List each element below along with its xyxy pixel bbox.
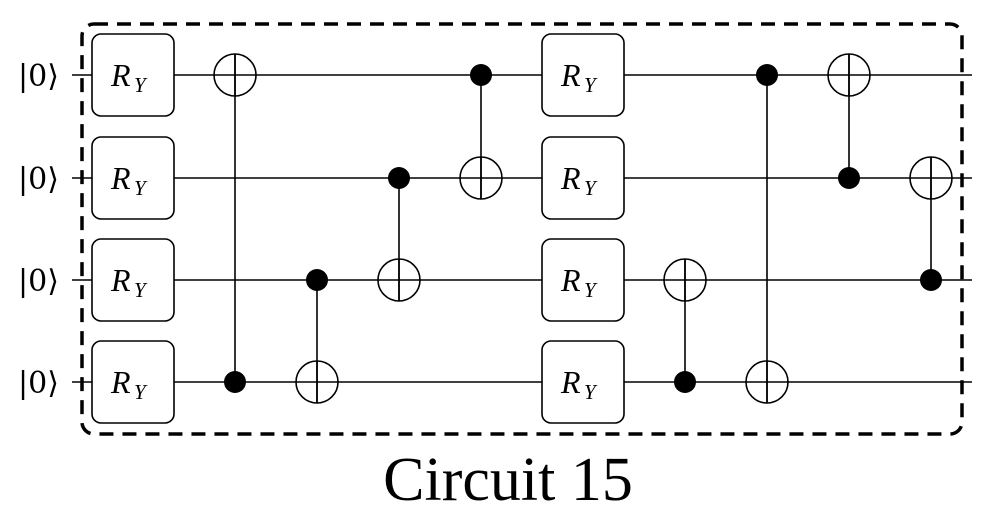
control-dot-icon	[838, 167, 860, 189]
ry-gate-label: R	[110, 364, 131, 400]
ry-gate-label: R	[560, 160, 581, 196]
control-dot-icon	[470, 64, 492, 86]
ry-gate-subscript: Y	[134, 73, 148, 97]
control-dot-icon	[306, 269, 328, 291]
cnot-gate	[745, 64, 789, 404]
ry-gate-subscript: Y	[584, 176, 598, 200]
qubit-init-label-0: |0⟩	[18, 59, 59, 94]
ry-gate-box	[541, 238, 625, 322]
ry-gate-label: R	[110, 262, 131, 298]
ry-gate-subscript: Y	[584, 278, 598, 302]
control-dot-icon	[756, 64, 778, 86]
cnot-gate	[213, 53, 257, 393]
ry-gate-box	[91, 33, 175, 117]
repeated-block-box	[80, 22, 964, 436]
ry-gate-label: R	[560, 262, 581, 298]
circuit-title: Circuit 15	[383, 446, 633, 514]
control-dot-icon	[674, 371, 696, 393]
ry-gate-label: R	[560, 57, 581, 93]
ry-gate-label: R	[110, 57, 131, 93]
wires	[72, 74, 972, 383]
control-dot-icon	[224, 371, 246, 393]
ry-gate-box	[541, 136, 625, 220]
cnot-gate	[909, 156, 953, 291]
qubit-init-label-1: |0⟩	[18, 162, 59, 197]
ry-gate-subscript: Y	[584, 380, 598, 404]
ry-gate-subscript: Y	[134, 380, 148, 404]
qubit-labels: |0⟩ |0⟩ |0⟩ |0⟩	[18, 59, 59, 401]
ry-gate-box	[91, 340, 175, 424]
control-dot-icon	[920, 269, 942, 291]
cnot-gate	[295, 269, 339, 404]
ry-gate-box	[91, 238, 175, 322]
cnot-gate	[663, 258, 707, 393]
control-dot-icon	[388, 167, 410, 189]
ry-gate-box	[541, 340, 625, 424]
cnot-gate	[377, 167, 421, 302]
cnot-gate	[459, 64, 503, 200]
ry-gate-box	[91, 136, 175, 220]
ry-gate-label: R	[110, 160, 131, 196]
ry-gate-label: R	[560, 364, 581, 400]
qubit-init-label-2: |0⟩	[18, 264, 59, 299]
ry-gate-subscript: Y	[134, 278, 148, 302]
cnot-gate	[827, 53, 871, 189]
ry-gate-subscript: Y	[134, 176, 148, 200]
ry-gate-subscript: Y	[584, 73, 598, 97]
qubit-init-label-3: |0⟩	[18, 366, 59, 401]
ry-gate-box	[541, 33, 625, 117]
